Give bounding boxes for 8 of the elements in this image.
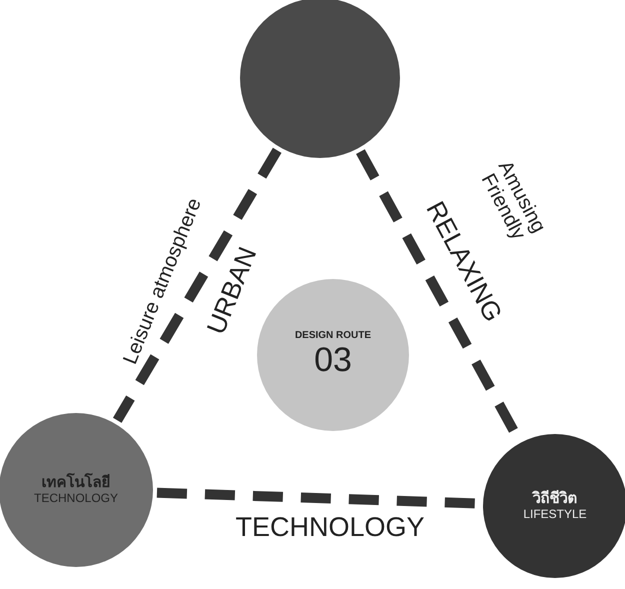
side-label: TECHNOLOGY	[234, 513, 426, 542]
circle-label: วิถีชีวิต	[532, 490, 578, 508]
circle-label: DESIGN ROUTE	[294, 330, 372, 342]
circle-label: เทคโนโลยี	[42, 474, 110, 492]
circle-label: LIFESTYLE	[523, 508, 587, 522]
dashed-connector	[112, 148, 282, 423]
circle-label: 03	[314, 341, 352, 380]
circle-label: TECHNOLOGY	[34, 492, 118, 506]
